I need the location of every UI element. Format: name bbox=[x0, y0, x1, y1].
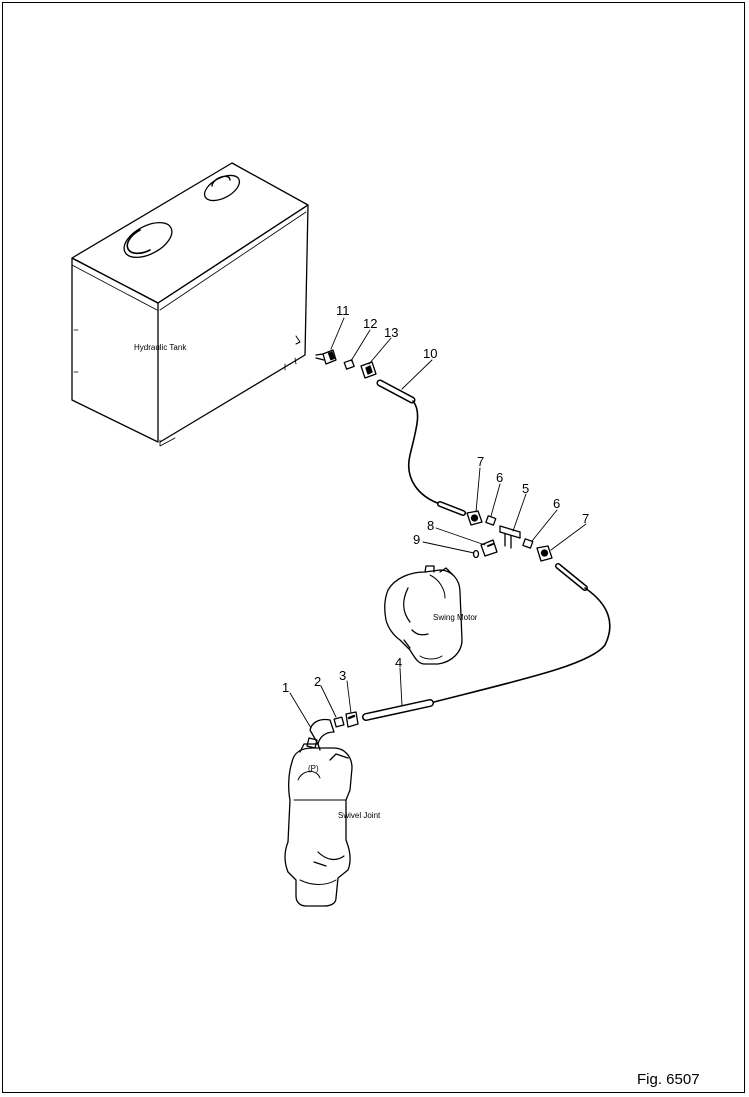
oring-9 bbox=[472, 549, 480, 559]
fitting-13 bbox=[360, 361, 377, 379]
fitting-3 bbox=[345, 711, 359, 728]
component-labels: Hydraulic Tank Swing Motor Swivel Joint … bbox=[134, 343, 478, 820]
fitting-8 bbox=[480, 539, 498, 557]
hydraulic-tank bbox=[71, 162, 309, 447]
swivel-port-mark: (P) bbox=[308, 764, 319, 773]
fitting-11 bbox=[315, 349, 337, 365]
callout-6a: 6 bbox=[496, 470, 503, 485]
fitting-12 bbox=[343, 359, 355, 370]
swivel-joint bbox=[284, 743, 353, 907]
swing-motor-label: Swing Motor bbox=[433, 613, 478, 622]
callout-2: 2 bbox=[314, 674, 321, 689]
callout-7b: 7 bbox=[582, 511, 589, 526]
hydraulic-tank-label: Hydraulic Tank bbox=[134, 343, 187, 352]
callout-11: 11 bbox=[336, 303, 350, 318]
fitting-6a bbox=[485, 515, 497, 526]
swivel-joint-label: Swivel Joint bbox=[338, 811, 381, 820]
callout-13: 13 bbox=[384, 325, 398, 340]
fitting-2 bbox=[333, 716, 345, 728]
callout-9: 9 bbox=[413, 532, 420, 547]
callout-6b: 6 bbox=[553, 496, 560, 511]
swing-motor bbox=[384, 565, 463, 665]
callout-10: 10 bbox=[423, 346, 437, 361]
callout-8: 8 bbox=[427, 518, 434, 533]
callout-1: 1 bbox=[282, 680, 289, 695]
fitting-7a bbox=[466, 510, 483, 526]
callout-labels: 11 12 13 10 7 6 5 6 7 8 9 4 1 2 3 bbox=[282, 303, 589, 695]
callout-7a: 7 bbox=[477, 454, 484, 469]
fitting-7b bbox=[536, 545, 553, 562]
figure-caption: Fig. 6507 bbox=[637, 1071, 700, 1088]
fitting-6b bbox=[522, 538, 534, 549]
leader-lines bbox=[289, 317, 587, 729]
callout-3: 3 bbox=[339, 668, 346, 683]
callout-5: 5 bbox=[522, 481, 529, 496]
hose-4 bbox=[362, 563, 611, 721]
hose-10 bbox=[376, 379, 466, 516]
callout-12: 12 bbox=[363, 316, 377, 331]
tee-5 bbox=[499, 525, 521, 549]
callout-4: 4 bbox=[395, 655, 402, 670]
